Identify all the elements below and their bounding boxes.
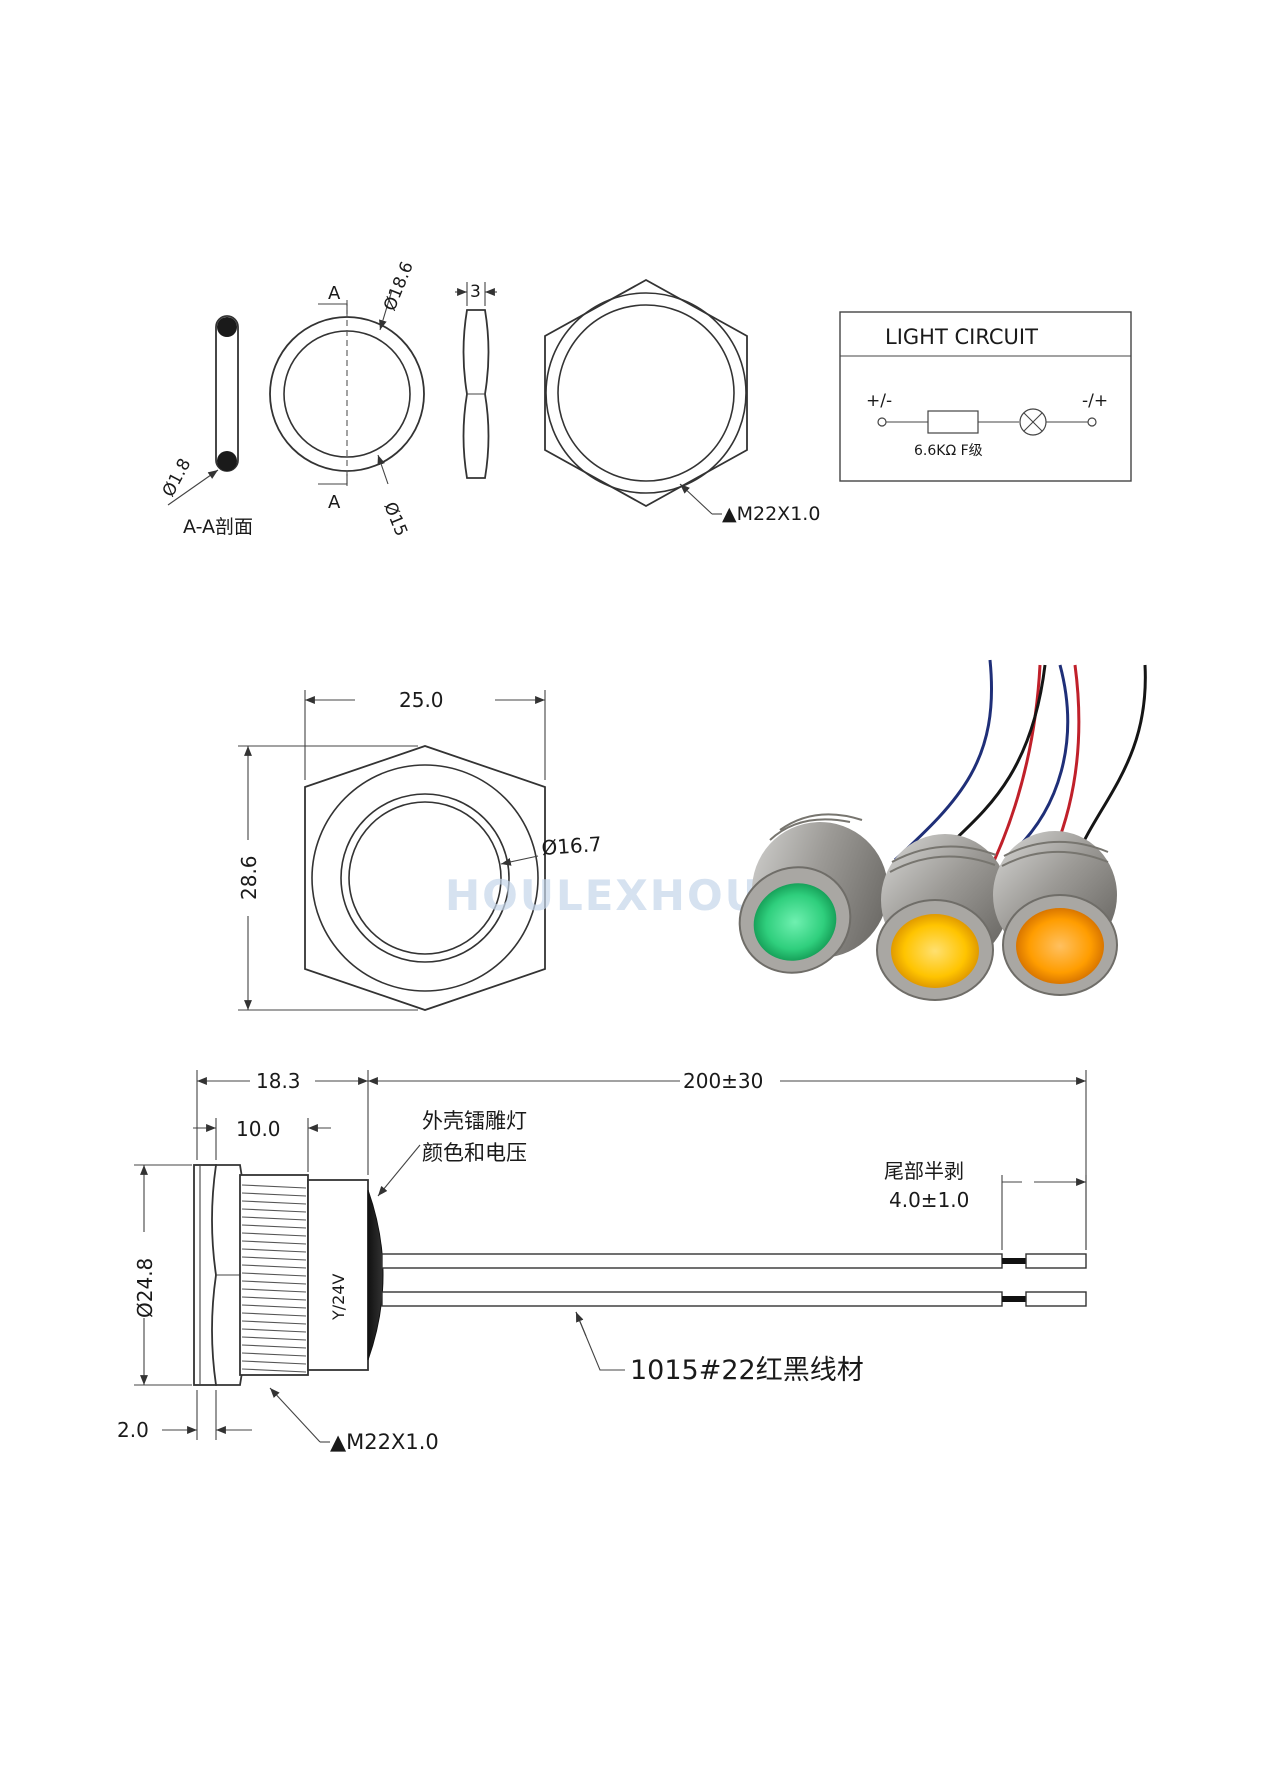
side-wire-top bbox=[381, 1253, 1003, 1269]
thread-line bbox=[241, 1368, 307, 1373]
resistor-symbol bbox=[927, 410, 979, 434]
wire-black-1 bbox=[1073, 664, 1147, 861]
thread-line bbox=[241, 1224, 307, 1229]
side-potting-cap bbox=[367, 1189, 384, 1361]
side-body-dia-label: Ø24.8 bbox=[133, 1258, 157, 1318]
side-thread-label: ▲M22X1.0 bbox=[330, 1430, 439, 1454]
thread-line bbox=[241, 1232, 307, 1237]
oring-section-bottom bbox=[217, 451, 237, 471]
lamp-green bbox=[738, 813, 888, 974]
thread-line bbox=[241, 1256, 307, 1261]
thread-line bbox=[241, 1208, 307, 1213]
side-wire-bottom-end bbox=[1025, 1291, 1087, 1307]
wire-blue-1 bbox=[893, 659, 993, 862]
side-rear-housing bbox=[307, 1179, 369, 1371]
thread-line bbox=[241, 1360, 307, 1365]
strip-note-line1: 尾部半剥 bbox=[884, 1159, 964, 1183]
lamp-yellow bbox=[876, 834, 1009, 1001]
light-circuit-frame bbox=[839, 311, 1132, 482]
oring-outer-dia-label: Ø18.6 bbox=[380, 259, 418, 314]
front-height-label: 28.6 bbox=[237, 855, 261, 900]
thread-line bbox=[241, 1184, 307, 1189]
oring-top-view: A A Ø18.6 Ø15 bbox=[269, 259, 425, 539]
thread-line bbox=[241, 1216, 307, 1221]
oring-section-top bbox=[217, 317, 237, 337]
hex-nut-thread-label: ▲M22X1.0 bbox=[722, 503, 820, 525]
hex-nut-bore bbox=[557, 304, 735, 482]
thread-line bbox=[241, 1240, 307, 1245]
oring-section-caption: A-A剖面 bbox=[183, 516, 253, 538]
side-wire-top-end bbox=[1025, 1253, 1087, 1269]
lamp-yellow-lens bbox=[891, 914, 979, 988]
front-lens-dia-label: Ø16.7 bbox=[541, 832, 603, 860]
light-circuit-box: LIGHT CIRCUIT +/- -/+ 6.6KΩ F级 bbox=[839, 311, 1132, 482]
thread-line bbox=[241, 1288, 307, 1293]
thread-line bbox=[241, 1344, 307, 1349]
side-view: Y/24V 18.3 200±30 10.0 外壳镭雕灯 颜色和电压 bbox=[117, 1069, 1087, 1454]
front-view: 25.0 28.6 Ø16.7 bbox=[237, 688, 603, 1011]
thread-line bbox=[241, 1352, 307, 1357]
side-thread-length-label: 10.0 bbox=[236, 1117, 281, 1141]
lamp-orange bbox=[993, 831, 1118, 996]
oring-section-view: Ø1.8 A-A剖面 bbox=[159, 315, 253, 538]
thread-line bbox=[241, 1312, 307, 1317]
front-bezel-mid bbox=[340, 793, 510, 963]
front-width-label: 25.0 bbox=[399, 688, 444, 712]
circuit-minus-right: -/+ bbox=[1082, 391, 1108, 411]
thread-line bbox=[241, 1304, 307, 1309]
terminal-left bbox=[877, 417, 887, 427]
washer-side-view: 3 bbox=[455, 282, 497, 479]
thread-line bbox=[241, 1272, 307, 1277]
thread-line bbox=[241, 1264, 307, 1269]
oring-inner-dia-label: Ø15 bbox=[379, 499, 411, 539]
thread-line bbox=[241, 1320, 307, 1325]
hex-nut-view: ▲M22X1.0 bbox=[544, 278, 820, 525]
front-bezel-outer bbox=[311, 764, 539, 992]
thread-line bbox=[241, 1248, 307, 1253]
thread-line bbox=[241, 1200, 307, 1205]
light-circuit-title: LIGHT CIRCUIT bbox=[885, 325, 1038, 349]
side-wire-top-strip bbox=[1002, 1258, 1026, 1264]
front-hex-outline bbox=[304, 745, 546, 1011]
wire-blue-2 bbox=[1008, 664, 1070, 857]
strip-note-line2: 4.0±1.0 bbox=[889, 1188, 969, 1212]
side-wire-bottom bbox=[381, 1291, 1003, 1307]
thread-line bbox=[241, 1328, 307, 1333]
product-photo bbox=[738, 659, 1147, 1001]
section-mark-top: A bbox=[328, 283, 341, 304]
thread-line bbox=[241, 1296, 307, 1301]
side-flange-label: 2.0 bbox=[117, 1418, 149, 1442]
section-mark-bottom: A bbox=[328, 492, 341, 513]
side-total-length-label: 18.3 bbox=[256, 1069, 301, 1093]
thread-line bbox=[241, 1336, 307, 1341]
engrave-note-line1: 外壳镭雕灯 bbox=[422, 1109, 527, 1133]
circuit-plus-left: +/- bbox=[866, 391, 892, 411]
lamp-green-lens bbox=[753, 883, 837, 961]
thread-line bbox=[241, 1280, 307, 1285]
oring-wire-dia-label: Ø1.8 bbox=[159, 455, 196, 500]
front-lens bbox=[348, 801, 502, 955]
terminal-right bbox=[1087, 417, 1097, 427]
washer-thickness-label: 3 bbox=[470, 282, 481, 302]
engrave-note-line2: 颜色和电压 bbox=[422, 1141, 527, 1165]
side-body-mark: Y/24V bbox=[329, 1273, 348, 1321]
lamp-orange-lens bbox=[1016, 908, 1104, 984]
hex-nut-chamfer-circle bbox=[545, 292, 747, 494]
circuit-resistor-label: 6.6KΩ F级 bbox=[914, 443, 983, 459]
thread-line bbox=[241, 1192, 307, 1197]
side-thread-lines bbox=[241, 1184, 307, 1373]
hex-nut-outline bbox=[544, 278, 748, 508]
wire-spec-label: 1015#22红黑线材 bbox=[630, 1355, 864, 1386]
oring-section-body bbox=[215, 315, 239, 472]
side-wire-length-label: 200±30 bbox=[683, 1069, 763, 1093]
side-wire-bottom-strip bbox=[1002, 1296, 1026, 1302]
